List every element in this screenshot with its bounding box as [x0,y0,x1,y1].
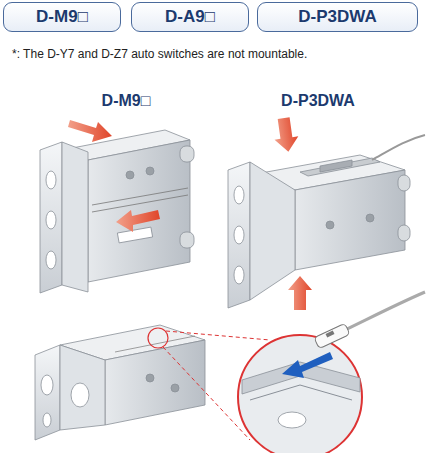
part-number: D-M9□ [102,92,151,110]
part-number: D-P3DWA [281,92,355,110]
cylinder-left [40,130,194,293]
model-name: D-P3DWA [298,7,376,27]
note-text: *: The D-Y7 and D-Z7 auto switches are n… [12,47,307,61]
model-name: D-A9□ [165,7,215,27]
cylinder-bottom [35,325,205,440]
model-name: D-M9□ [36,7,88,27]
arrow-red [68,120,160,232]
magnifier [148,328,362,453]
cylinder-right [228,135,425,308]
arrow-blue [282,352,333,378]
model-box: D-A9□ [131,2,249,32]
model-box: D-M9□ [3,2,121,32]
auto-switch [314,292,425,349]
model-box: D-P3DWA [257,2,418,32]
arrow-red [272,116,312,310]
